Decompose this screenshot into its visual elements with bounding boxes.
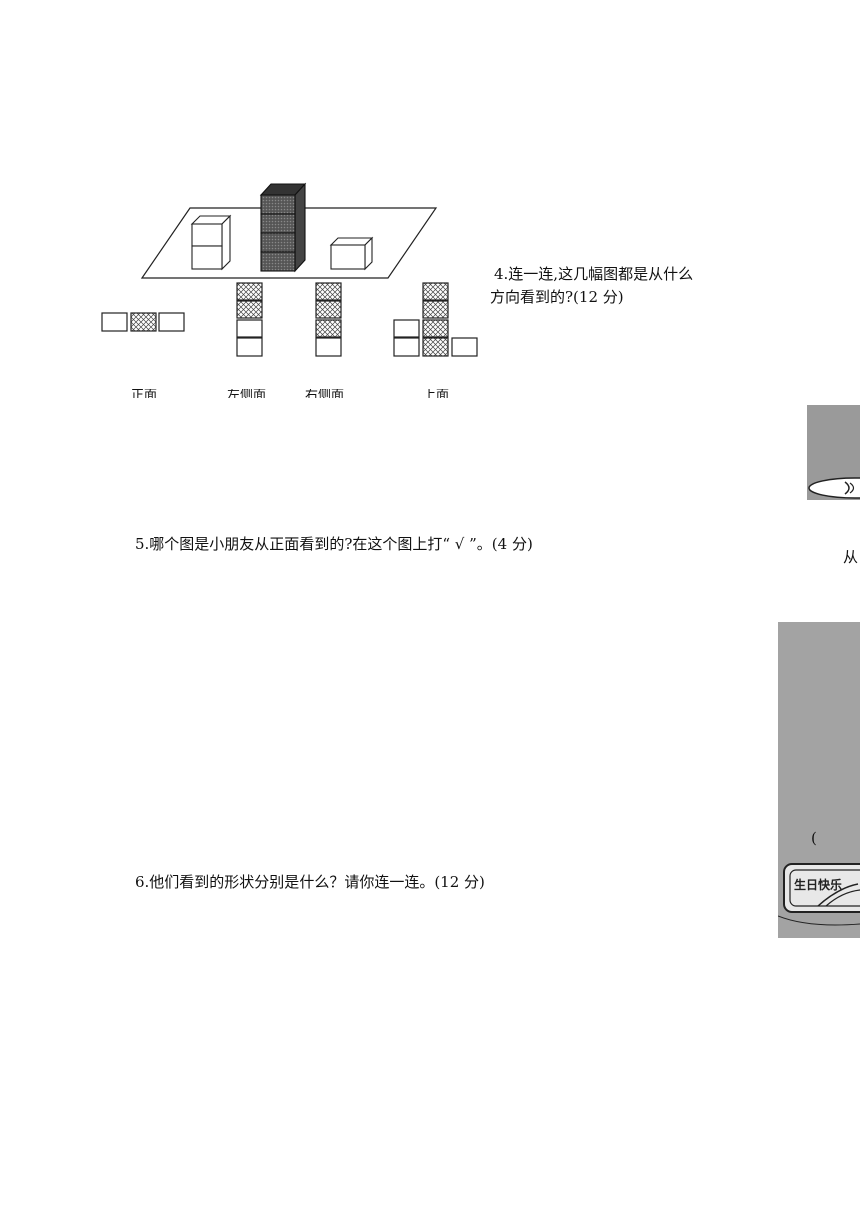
view-label-front: 正面 [131, 389, 158, 398]
cake-sign-text: 生日快乐 [794, 878, 843, 892]
cropped-photo-panel-top [807, 405, 860, 500]
dish-icon [808, 477, 860, 499]
view-label-top: 上面 [423, 389, 450, 398]
question-4-line-2: 方向看到的?(12 分) [490, 288, 624, 306]
view-label-left: 左侧面 [227, 389, 267, 398]
right-column-figure [315, 282, 342, 357]
question-4-line-1: 4.连一连,这几幅图都是从什么 [494, 265, 694, 283]
answer-bracket: ( [811, 829, 817, 847]
cropped-photo-panel-bottom: ( 生日快乐 [778, 622, 860, 938]
left-column-figure [236, 282, 263, 357]
question-5-text: 5.哪个图是小朋友从正面看到的?在这个图上打“ √ ”。(4 分) [135, 535, 533, 553]
view-label-right: 右侧面 [305, 389, 345, 398]
birthday-cake-sign [778, 863, 860, 926]
front-view-figure [101, 312, 185, 332]
question-6-text: 6.他们看到的形状分别是什么？请你连一连。(12 分) [135, 873, 485, 891]
right-margin-partial-text: 从 [843, 548, 859, 566]
cube-stacks-illustration [140, 182, 438, 279]
stepped-figure [393, 282, 478, 357]
